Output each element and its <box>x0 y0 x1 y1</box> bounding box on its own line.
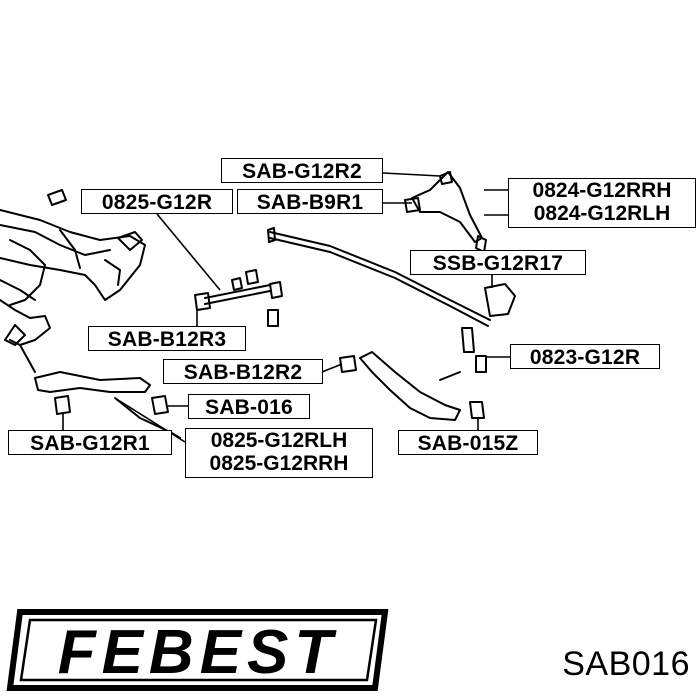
label-sab-b12r2: SAB-B12R2 <box>163 359 323 384</box>
part-number: SAB016 <box>562 645 690 683</box>
subframe-drawing <box>0 189 146 346</box>
febest-logo: FEBEST <box>6 609 389 691</box>
label-sab-g12r1: SAB-G12R1 <box>8 430 172 455</box>
label-sab-b12r3: SAB-B12R3 <box>88 326 246 351</box>
leader-line <box>114 397 186 443</box>
leader-line <box>382 172 441 177</box>
label-0825-g12rrh: 0825-G12RRH <box>209 452 349 475</box>
lower-arm-drawing <box>19 344 169 415</box>
label-0824-g12rrh: 0824-G12RRH <box>532 179 672 202</box>
leader-line <box>156 213 221 291</box>
label-0825-group: 0825-G12RLH 0825-G12RRH <box>185 428 373 478</box>
label-0823-g12r: 0823-G12R <box>510 344 660 369</box>
logo-text: FEBEST <box>58 618 339 687</box>
stabilizer-bar-drawing <box>267 227 516 353</box>
label-0824-group: 0824-G12RRH 0824-G12RLH <box>508 178 696 228</box>
label-0825-g12r: 0825-G12R <box>81 189 233 214</box>
label-sab-015z: SAB-015Z <box>398 430 538 455</box>
leader-line <box>321 363 343 373</box>
label-sab-g12r2: SAB-G12R2 <box>221 158 383 183</box>
label-ssb-g12r17: SSB-G12R17 <box>410 250 586 275</box>
lateral-rod-drawing <box>194 269 283 327</box>
label-sab-b9r1: SAB-B9R1 <box>237 189 383 214</box>
trailing-arm-drawing <box>339 351 487 421</box>
suspension-diagram <box>0 171 516 443</box>
label-0825-g12rlh: 0825-G12RLH <box>210 429 348 452</box>
upper-arm-drawing <box>404 171 487 253</box>
label-sab-016: SAB-016 <box>188 394 310 419</box>
label-0824-g12rlh: 0824-G12RLH <box>533 202 671 225</box>
